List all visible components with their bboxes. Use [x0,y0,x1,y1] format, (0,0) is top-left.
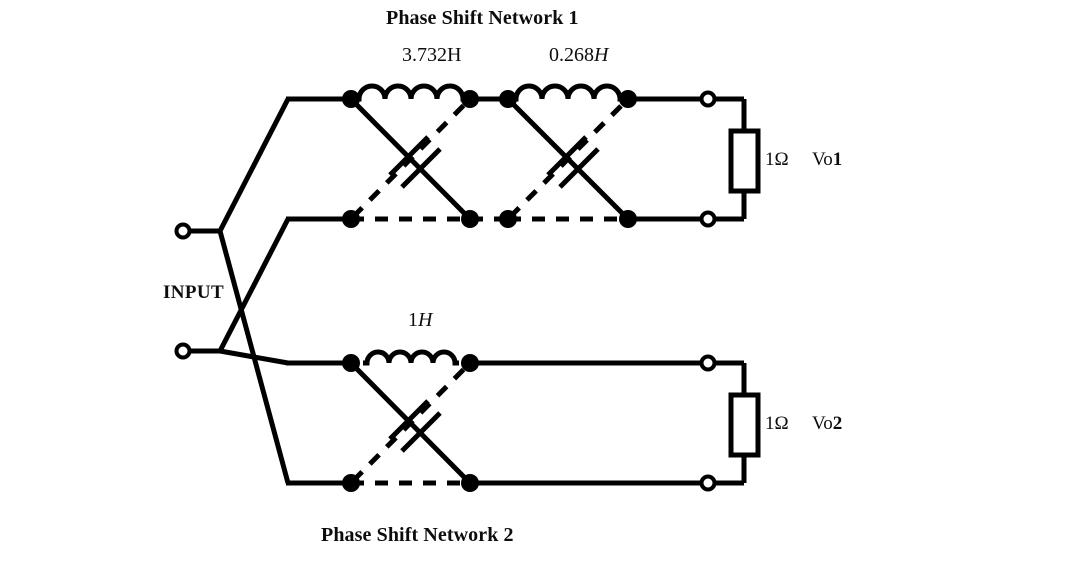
n2-node-bottom-left [342,474,360,492]
n1-output-terminal-bottom[interactable] [699,210,717,228]
n1-inductor-2-label: 0.268H [549,45,608,65]
n1-lattice2-dashed-diagonal [508,99,628,219]
n2-inductor-1 [363,352,459,363]
n2-output-terminal-bottom[interactable] [699,474,717,492]
n2-inductor-1-unit: H [418,309,433,331]
input-terminal-negative[interactable] [174,342,192,360]
n2-inductor-1-value: 1 [408,309,418,331]
n1-lattice2-slash-1 [546,135,588,177]
input-branch-bottom-to-n1-bottom [217,217,291,353]
input-label: INPUT [163,282,225,303]
n1-load-label: 1Ω [765,149,789,170]
n1-node-top-mid-left [461,90,479,108]
n2-node-top-left [342,354,360,372]
n1-inductor-2 [512,86,624,99]
n1-inductor-1 [355,86,467,99]
phase-shift-network-1 [286,86,761,228]
n1-output-terminal-top[interactable] [699,90,717,108]
input-terminal-positive[interactable] [174,222,192,240]
n1-inductor-2-value: 0.268H [549,44,609,66]
n2-load-resistor [728,392,761,458]
n2-lattice-slash-2 [400,411,442,453]
n1-lattice2-slash-2 [558,147,600,189]
n1-output-prefix: Vo [812,149,833,170]
n2-lattice-dashed-diagonal [351,363,470,483]
n1-output-label: Vo1 [812,150,842,169]
n2-output-label: Vo2 [812,414,842,433]
n2-output-index: 2 [832,413,843,434]
n1-node-top-mid-right [499,90,517,108]
n1-lattice1-slash-1 [388,135,430,177]
n1-node-top-right [619,90,637,108]
n1-load-resistor [728,128,761,194]
n1-node-top-left [342,90,360,108]
input-section [174,97,291,484]
n1-node-bottom-left [342,210,360,228]
n2-node-bottom-right [461,474,479,492]
n2-lattice-slash-1 [388,399,430,441]
phase-shift-network-2 [286,352,761,492]
n2-output-prefix: Vo [812,413,833,434]
n1-node-bottom-right [619,210,637,228]
n1-lattice1-dashed-diagonal [351,99,470,219]
n2-node-top-right [461,354,479,372]
input-branch-bottom-to-n2-top [219,348,289,366]
n1-node-bottom-mid-right [499,210,517,228]
network-1-title: Phase Shift Network 1 [386,7,579,29]
n1-node-bottom-mid-left [461,210,479,228]
input-branch-top-to-n1-top [217,97,291,233]
n1-inductor-1-label: 3.732H [402,44,462,66]
network-2-title: Phase Shift Network 2 [321,524,514,546]
n1-output-index: 1 [832,149,843,170]
n2-inductor-1-label: 1H [408,310,432,330]
n2-output-terminal-top[interactable] [699,354,717,372]
n1-lattice1-slash-2 [400,147,442,189]
n2-load-label: 1Ω [765,413,789,434]
